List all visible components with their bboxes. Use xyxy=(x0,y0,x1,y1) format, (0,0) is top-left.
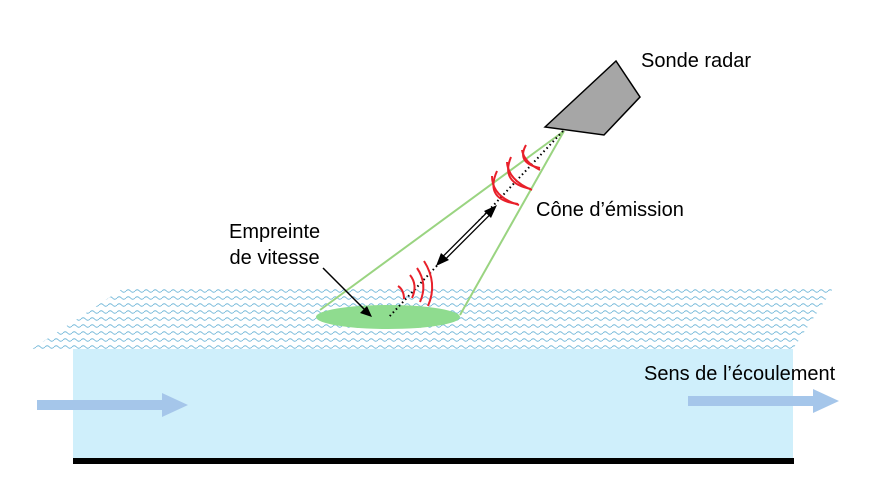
channel-bed xyxy=(73,458,794,464)
probe-label: Sonde radar xyxy=(641,50,752,72)
footprint-label: Empreinte de vitesse xyxy=(229,219,320,271)
double-arrow xyxy=(436,205,497,266)
footprint-label-line1: Empreinte xyxy=(229,221,321,243)
arrow-right-icon xyxy=(37,393,188,417)
arrow-right-icon xyxy=(688,389,839,413)
cone-label: Cône d’émission xyxy=(536,199,684,221)
water-body xyxy=(73,346,793,460)
radar-probe-icon xyxy=(543,59,641,136)
velocity-footprint xyxy=(316,305,460,329)
emission-cone xyxy=(319,130,565,316)
wave-arcs-lower xyxy=(397,260,434,307)
flow-label: Sens de l’écoulement xyxy=(644,363,836,385)
footprint-label-line2: de vitesse xyxy=(229,247,320,269)
footprint-pointer xyxy=(322,267,372,317)
wave-arcs-upper xyxy=(491,144,541,206)
